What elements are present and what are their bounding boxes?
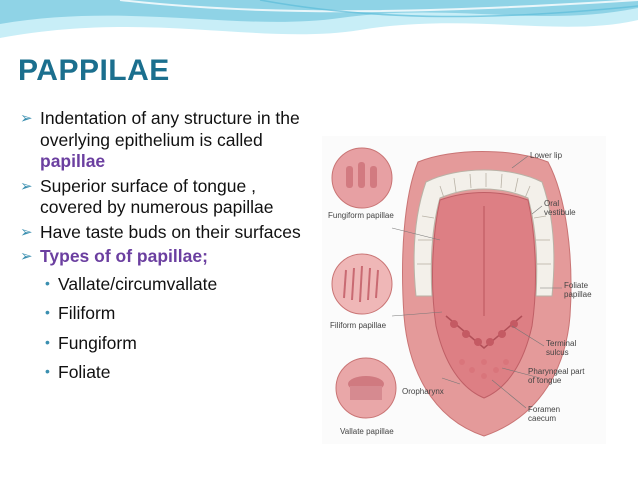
label-foliate-2: papillae bbox=[564, 290, 592, 299]
sub-bullet-item: • Filiform bbox=[18, 303, 318, 325]
bullet-item: ➢ Types of of papillae; bbox=[18, 246, 318, 268]
label-lower-lip: Lower lip bbox=[530, 151, 563, 160]
tongue-anatomy-figure: Lower lip Fungiform papillae Oral vestib… bbox=[322, 136, 606, 444]
tongue-illustration: Lower lip Fungiform papillae Oral vestib… bbox=[328, 147, 592, 437]
bullet-item: ➢ Superior surface of tongue , covered b… bbox=[18, 176, 318, 219]
label-pharyngeal-2: of tongue bbox=[528, 376, 562, 385]
bullet-text: Indentation of any structure in the over… bbox=[40, 108, 300, 150]
label-foliate-1: Foliate bbox=[564, 281, 589, 290]
sub-bullet-item: • Fungiform bbox=[18, 333, 318, 355]
dot-bullet-icon: • bbox=[45, 274, 50, 291]
dot-bullet-icon: • bbox=[45, 333, 50, 350]
label-filiform-papillae: Filiform papillae bbox=[330, 321, 387, 330]
arrow-bullet-icon: ➢ bbox=[20, 177, 33, 195]
slide-title: PAPPILAE bbox=[18, 54, 170, 87]
label-oral-vestibule-1: Oral bbox=[544, 199, 559, 208]
bullet-item: ➢ Indentation of any structure in the ov… bbox=[18, 108, 318, 173]
bullet-highlight: papillae bbox=[40, 151, 106, 171]
label-terminal-1: Terminal bbox=[546, 339, 576, 348]
header-wave-decoration bbox=[0, 0, 638, 38]
bullet-item: ➢ Have taste buds on their surfaces bbox=[18, 222, 318, 244]
label-foramen-2: caecum bbox=[528, 414, 556, 423]
bullet-text: Types of of papillae; bbox=[40, 246, 208, 266]
bullet-list: ➢ Indentation of any structure in the ov… bbox=[18, 108, 318, 392]
arrow-bullet-icon: ➢ bbox=[20, 248, 33, 265]
arrow-bullet-icon: ➢ bbox=[20, 110, 33, 127]
label-foramen-1: Foramen bbox=[528, 405, 560, 414]
dot-bullet-icon: • bbox=[45, 363, 50, 379]
sub-bullet-text: Filiform bbox=[58, 303, 116, 323]
sub-bullet-item: • Foliate bbox=[18, 362, 318, 384]
sub-bullet-item: • Vallate/circumvallate bbox=[18, 274, 318, 296]
arrow-bullet-icon: ➢ bbox=[20, 223, 33, 241]
label-terminal-2: sulcus bbox=[546, 348, 569, 357]
label-oral-vestibule-2: vestibule bbox=[544, 208, 576, 217]
sub-bullet-text: Vallate/circumvallate bbox=[58, 273, 218, 294]
label-oropharynx: Oropharynx bbox=[402, 387, 444, 396]
label-pharyngeal-1: Pharyngeal part bbox=[528, 367, 585, 376]
bullet-text: Have taste buds on their surfaces bbox=[40, 221, 301, 242]
label-vallate-papillae: Vallate papillae bbox=[340, 427, 394, 436]
bullet-text: Superior surface of tongue , covered by … bbox=[40, 175, 274, 218]
label-fungiform-papillae: Fungiform papillae bbox=[328, 211, 394, 220]
dot-bullet-icon: • bbox=[45, 304, 50, 320]
sub-bullet-text: Foliate bbox=[58, 362, 111, 382]
sub-bullet-text: Fungiform bbox=[58, 332, 137, 353]
